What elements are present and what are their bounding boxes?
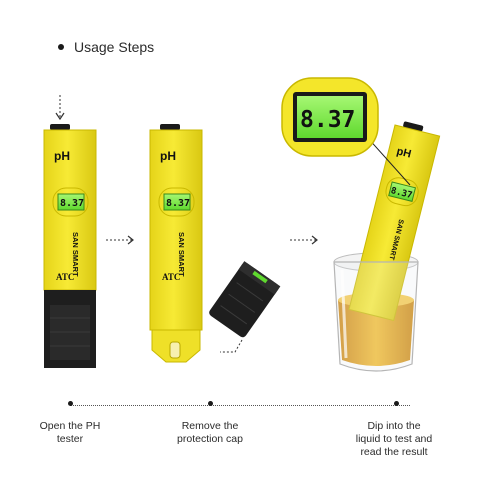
lcd-screen [388, 181, 417, 202]
ph-label: pH [160, 149, 176, 163]
zoomed-display: 8.37 [281, 77, 411, 186]
tester-open: pH 8.37 SAN SMART ATC [149, 124, 203, 363]
step-2-line-2: protection cap [177, 433, 243, 445]
step-1-line-1: Open the PH [39, 420, 101, 432]
step-2-label: Remove the protection cap [160, 420, 260, 446]
timeline-dot [68, 401, 73, 406]
lcd-reading: 8.37 [60, 198, 84, 209]
lcd-screen [163, 193, 191, 211]
heading-text: Usage Steps [74, 39, 155, 55]
arrow-right-icon [290, 235, 318, 245]
atc-label: ATC [56, 272, 74, 282]
timeline-dot [208, 401, 213, 406]
bullet-icon [58, 44, 64, 50]
brand-label: SAN SMART [177, 232, 186, 277]
atc-label: ATC [162, 272, 180, 282]
ph-label: pH [395, 145, 412, 160]
step-1-label: Open the PH tester [20, 420, 120, 446]
glass-with-tester: pH 8.37 SAN SMART [333, 121, 441, 372]
step-2-line-1: Remove the [181, 420, 239, 432]
brand-label: SAN SMART [71, 232, 80, 277]
step-3-label: Dip into the liquid to test and read the… [336, 420, 452, 459]
timeline-dot [394, 401, 399, 406]
power-button-icon [50, 124, 70, 130]
lcd-screen [57, 193, 85, 211]
step-3-line-1: Dip into the [367, 420, 421, 432]
zoomed-lcd-reading: 8.37 [300, 107, 355, 133]
arrow-right-icon [106, 235, 134, 245]
step-3-line-2: liquid to test and [355, 433, 433, 445]
removed-cap [209, 261, 281, 338]
zoomed-lcd-screen [297, 96, 363, 138]
step-3-line-3: read the result [360, 446, 428, 458]
ph-label: pH [54, 149, 70, 163]
cap-pointer-icon [220, 339, 243, 353]
usage-steps-heading: Usage Steps [58, 39, 154, 55]
timeline-line [70, 405, 410, 406]
tester-closed: pH 8.37 SAN SMART ATC [43, 95, 97, 368]
lcd-reading: 8.37 [166, 198, 190, 209]
step-1-line-2: tester [56, 433, 84, 445]
